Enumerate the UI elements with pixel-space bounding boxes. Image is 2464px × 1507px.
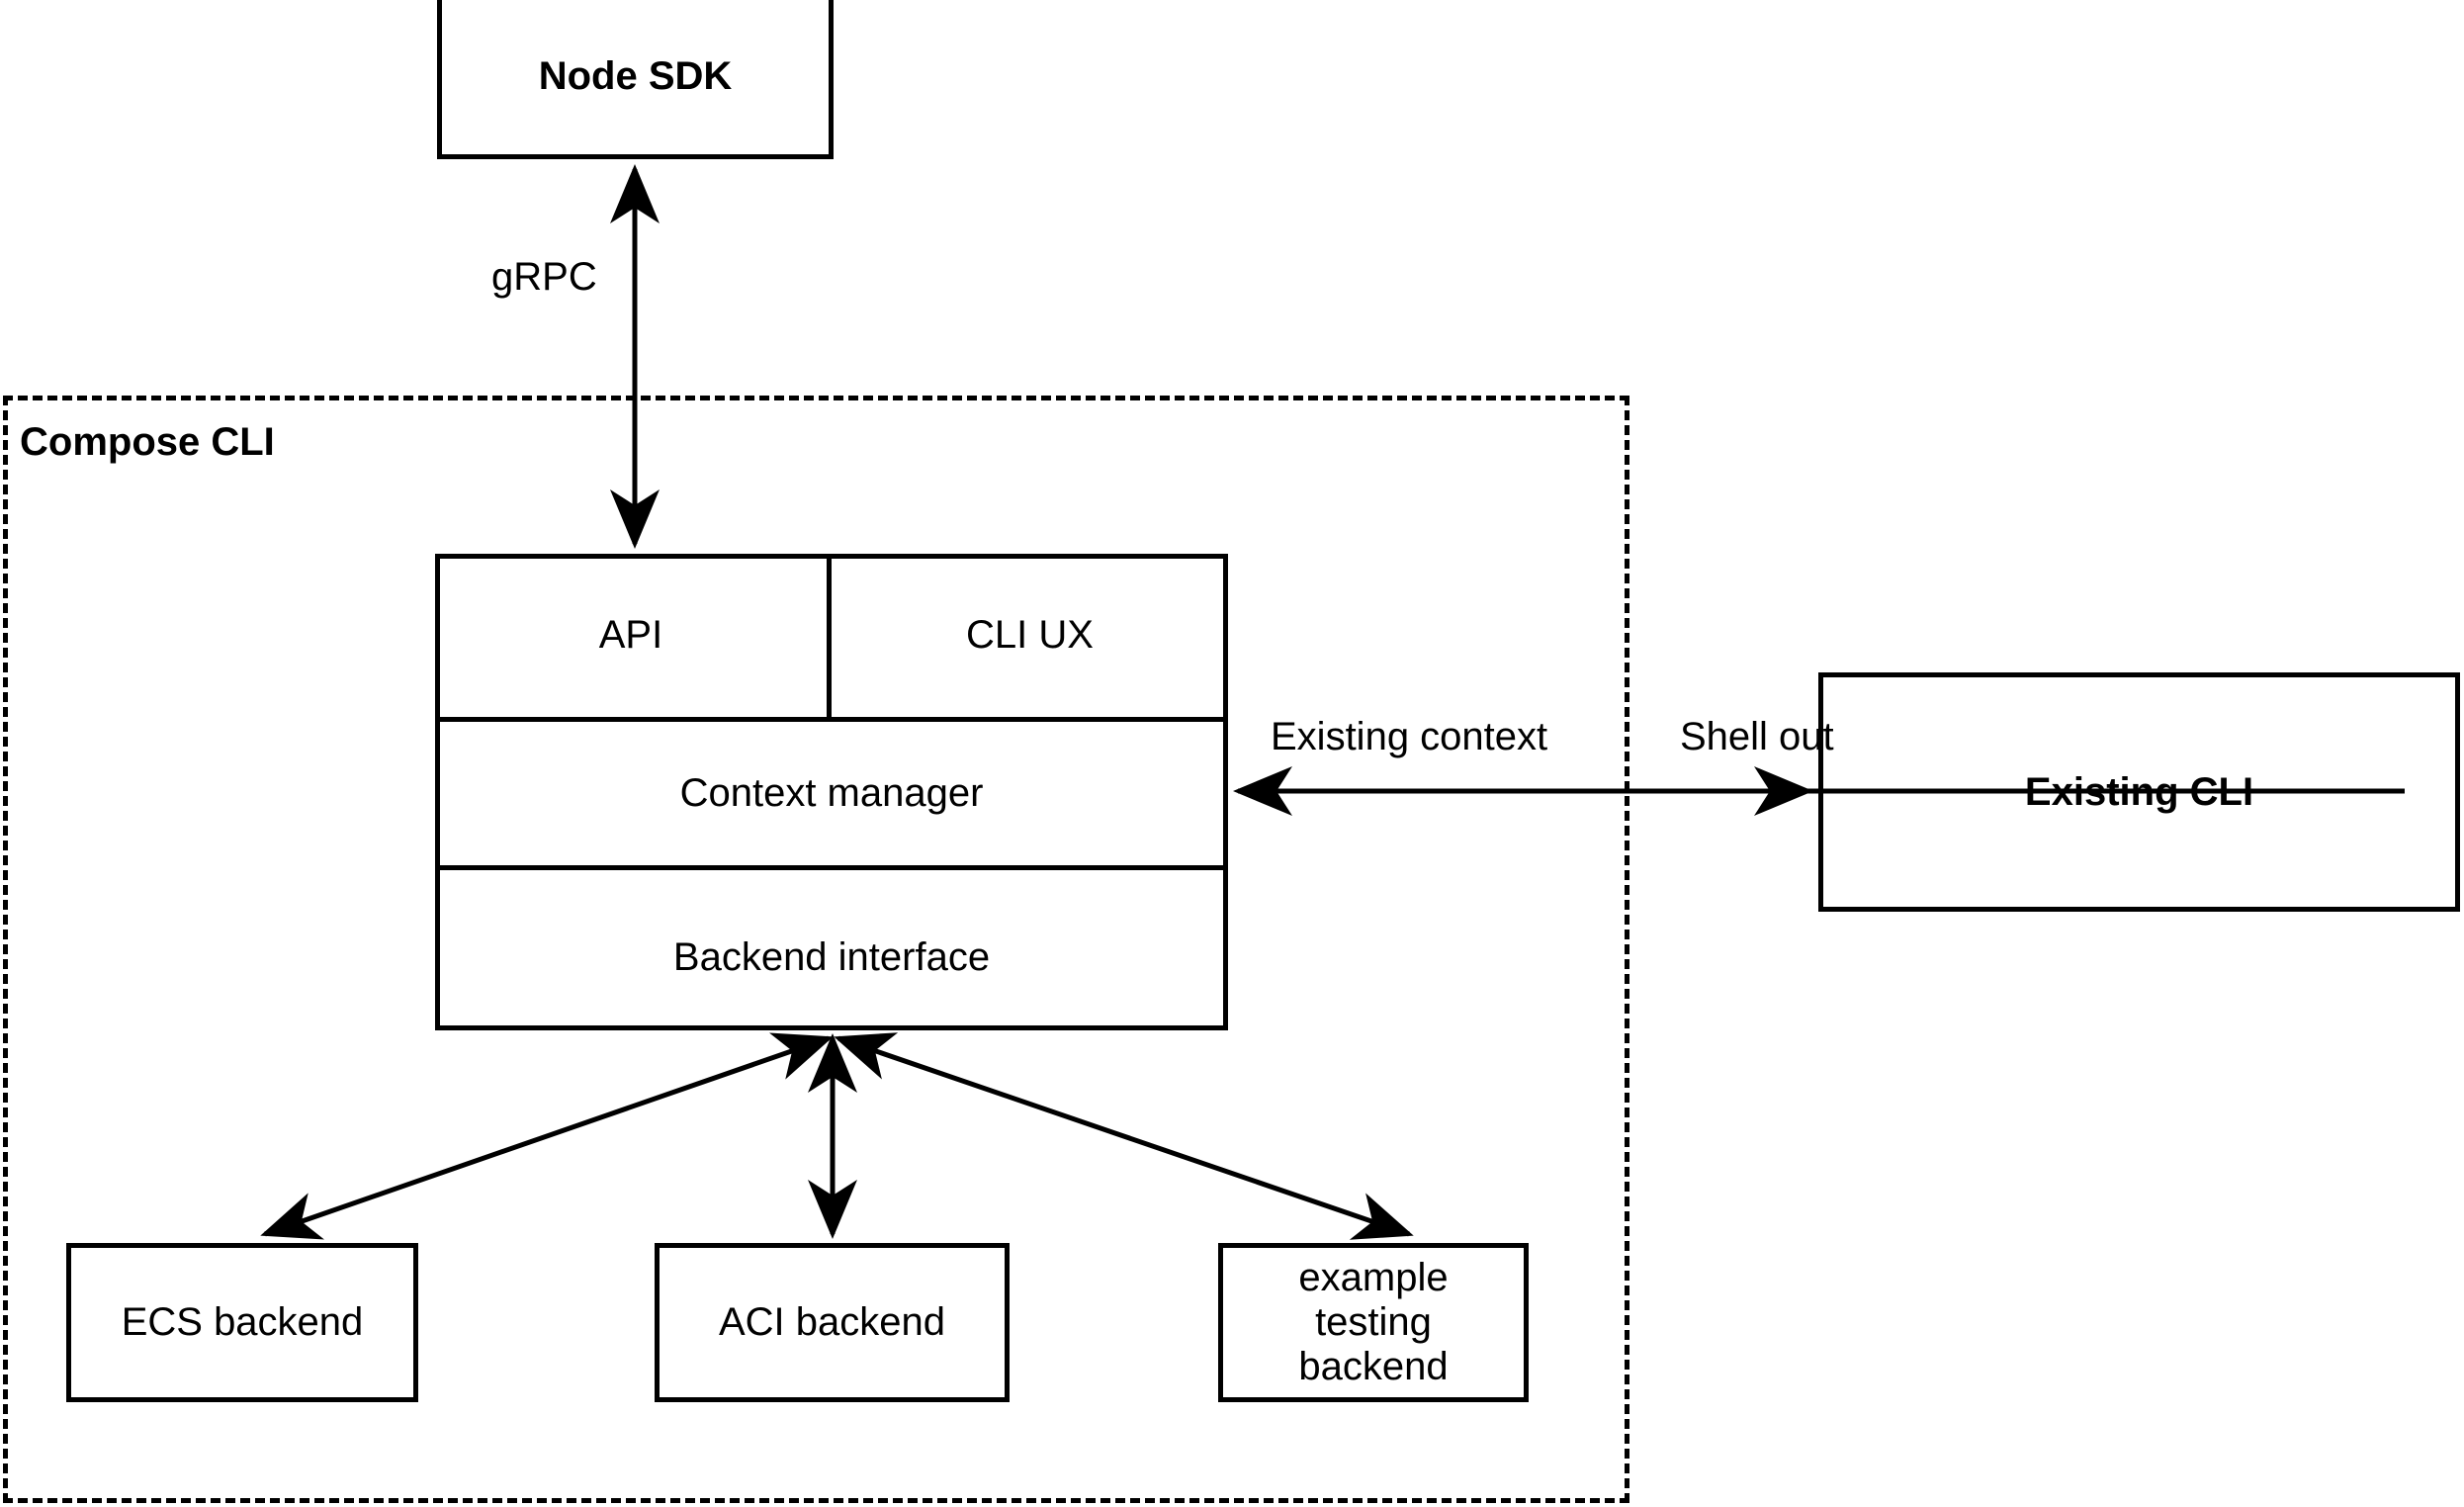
shell-out-edge-label: Shell out (1680, 715, 1834, 758)
aci-backend-label: ACI backend (718, 1300, 946, 1345)
ecs-backend-label: ECS backend (121, 1300, 364, 1345)
backend-interface-label: Backend interface (672, 935, 991, 979)
stack-row-backend-interface: Backend interface (435, 870, 1228, 1045)
compose-cli-group-label: Compose CLI (20, 420, 275, 464)
context-manager-label: Context manager (679, 771, 984, 815)
cli-ux-cell[interactable]: CLI UX (832, 554, 1228, 717)
existing-context-edge-label: Existing context (1271, 715, 1548, 758)
context-manager-cell[interactable]: Context manager (435, 717, 1228, 870)
node-sdk-box[interactable]: Node SDK (437, 0, 834, 159)
stack-row-context-manager: Context manager (435, 717, 1228, 870)
cli-ux-label: CLI UX (966, 613, 1094, 657)
api-cell[interactable]: API (435, 554, 832, 717)
backend-interface-cell[interactable]: Backend interface (435, 870, 1228, 1045)
example-testing-backend-label: example testing backend (1298, 1256, 1449, 1388)
api-label: API (598, 613, 663, 657)
compose-cli-stack: API CLI UX Context manager Backend inter… (435, 554, 1228, 1030)
stack-row-api-cliux: API CLI UX (435, 554, 1228, 717)
grpc-edge-label: gRPC (491, 255, 597, 299)
compose-cli-group (3, 396, 1629, 1503)
existing-cli-label: Existing CLI (2024, 769, 2254, 814)
aci-backend-box[interactable]: ACI backend (655, 1243, 1010, 1402)
example-testing-backend-box[interactable]: example testing backend (1218, 1243, 1529, 1402)
ecs-backend-box[interactable]: ECS backend (66, 1243, 418, 1402)
existing-cli-box[interactable]: Existing CLI (1818, 672, 2460, 912)
node-sdk-label: Node SDK (538, 54, 733, 99)
